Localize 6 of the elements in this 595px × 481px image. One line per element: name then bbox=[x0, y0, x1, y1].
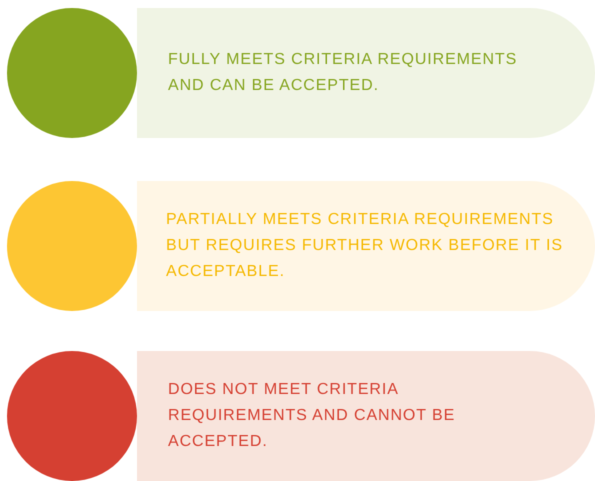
status-description: FULLY MEETS CRITERIA REQUIREMENTS AND CAN BE ACCEPTED. bbox=[168, 50, 518, 96]
status-band bbox=[137, 181, 595, 311]
status-description: DOES NOT MEET CRITERIA REQUIREMENTS AND CANNOT BE ACCEPTED. bbox=[168, 380, 456, 452]
status-band bbox=[137, 351, 595, 481]
status-description: PARTIALLY MEETS CRITERIA REQUIREMENTS BUT REQUIRES FURTHER WORK BEFORE IT IS ACCEPTABLE. bbox=[166, 210, 564, 282]
status-band bbox=[137, 8, 595, 138]
